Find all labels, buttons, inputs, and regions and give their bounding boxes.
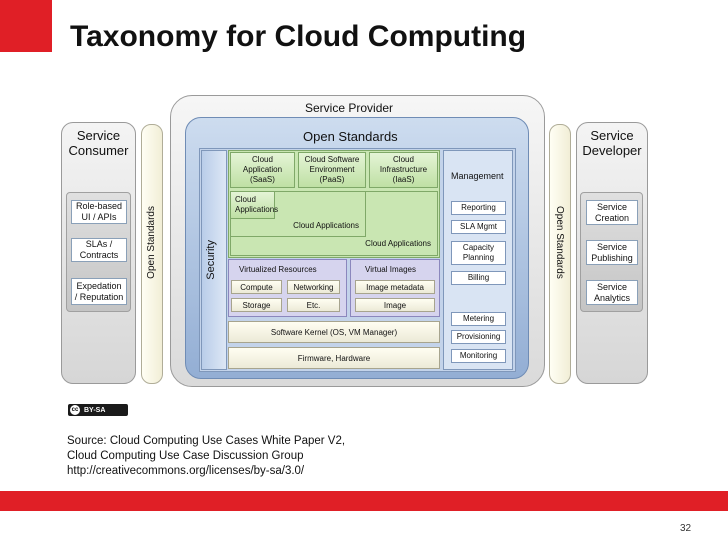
- saas-box[interactable]: Cloud Application (SaaS): [230, 152, 295, 188]
- service-developer-title-line1: Service: [590, 128, 634, 143]
- slide-title: Taxonomy for Cloud Computing: [70, 20, 527, 53]
- security-label: Security: [205, 240, 217, 280]
- mgmt-provisioning[interactable]: Provisioning: [451, 330, 506, 344]
- image-box[interactable]: Image: [355, 298, 435, 312]
- slide-number: 32: [680, 523, 692, 534]
- brand-red-block: [0, 0, 52, 52]
- compute-box[interactable]: Compute: [231, 280, 282, 294]
- source-citation: Source: Cloud Computing Use Cases White …: [67, 434, 345, 479]
- mgmt-sla-mgmt[interactable]: SLA Mgmt: [451, 220, 506, 234]
- virtual-images-label: Virtual Images: [365, 265, 416, 274]
- service-analytics-item[interactable]: Service Analytics: [586, 280, 638, 305]
- mgmt-metering[interactable]: Metering: [451, 312, 506, 326]
- paas-box[interactable]: Cloud Software Environment (PaaS): [298, 152, 366, 188]
- open-standards-right-bar: [549, 124, 571, 384]
- source-line: Source: Cloud Computing Use Cases White …: [67, 435, 346, 447]
- networking-box[interactable]: Networking: [287, 280, 340, 294]
- etc-box[interactable]: Etc.: [287, 298, 340, 312]
- slas-contracts-item[interactable]: SLAs / Contracts: [71, 238, 127, 262]
- image-metadata-box[interactable]: Image metadata: [355, 280, 435, 294]
- service-developer-title-line2: Developer: [582, 143, 642, 158]
- license-badge-text: BY-SA: [84, 406, 106, 414]
- role-based-ui-item[interactable]: Role-based UI / APIs: [71, 200, 127, 224]
- service-provider-title: Service Provider: [305, 101, 394, 115]
- brand-red-bar: [0, 491, 728, 511]
- service-consumer-title-line1: Service: [76, 128, 121, 143]
- cc-icon: cc: [70, 405, 80, 415]
- cloud-applications-wide-box[interactable]: Cloud Applications: [230, 191, 438, 256]
- open-standards-left-bar: [141, 124, 163, 384]
- source-link[interactable]: http://creativecommons.org/licenses/by-s…: [67, 465, 305, 477]
- mgmt-reporting[interactable]: Reporting: [451, 201, 506, 215]
- service-consumer-title-line2: Consumer: [68, 143, 129, 158]
- storage-box[interactable]: Storage: [231, 298, 282, 312]
- virtualized-resources-label: Virtualized Resources: [239, 265, 317, 274]
- service-publishing-item[interactable]: Service Publishing: [586, 240, 638, 265]
- open-standards-right-label: Open Standards: [554, 206, 565, 279]
- open-standards-title: Open Standards: [303, 129, 398, 144]
- source-line: Cloud Computing Use Case Discussion Grou…: [67, 450, 304, 462]
- software-kernel-layer[interactable]: Software Kernel (OS, VM Manager): [228, 321, 440, 343]
- security-column: [201, 150, 227, 370]
- iaas-box[interactable]: Cloud Infrastructure (IaaS): [369, 152, 438, 188]
- creative-commons-badge[interactable]: cc BY-SA: [68, 404, 128, 416]
- mgmt-monitoring[interactable]: Monitoring: [451, 349, 506, 363]
- expectation-reputation-item[interactable]: Expedation / Reputation: [71, 278, 127, 305]
- firmware-hardware-layer[interactable]: Firmware, Hardware: [228, 347, 440, 369]
- service-creation-item[interactable]: Service Creation: [586, 200, 638, 225]
- management-label: Management: [451, 171, 504, 181]
- mgmt-billing[interactable]: Billing: [451, 271, 506, 285]
- open-standards-left-label: Open Standards: [146, 206, 157, 279]
- mgmt-capacity-planning[interactable]: Capacity Planning: [451, 241, 506, 265]
